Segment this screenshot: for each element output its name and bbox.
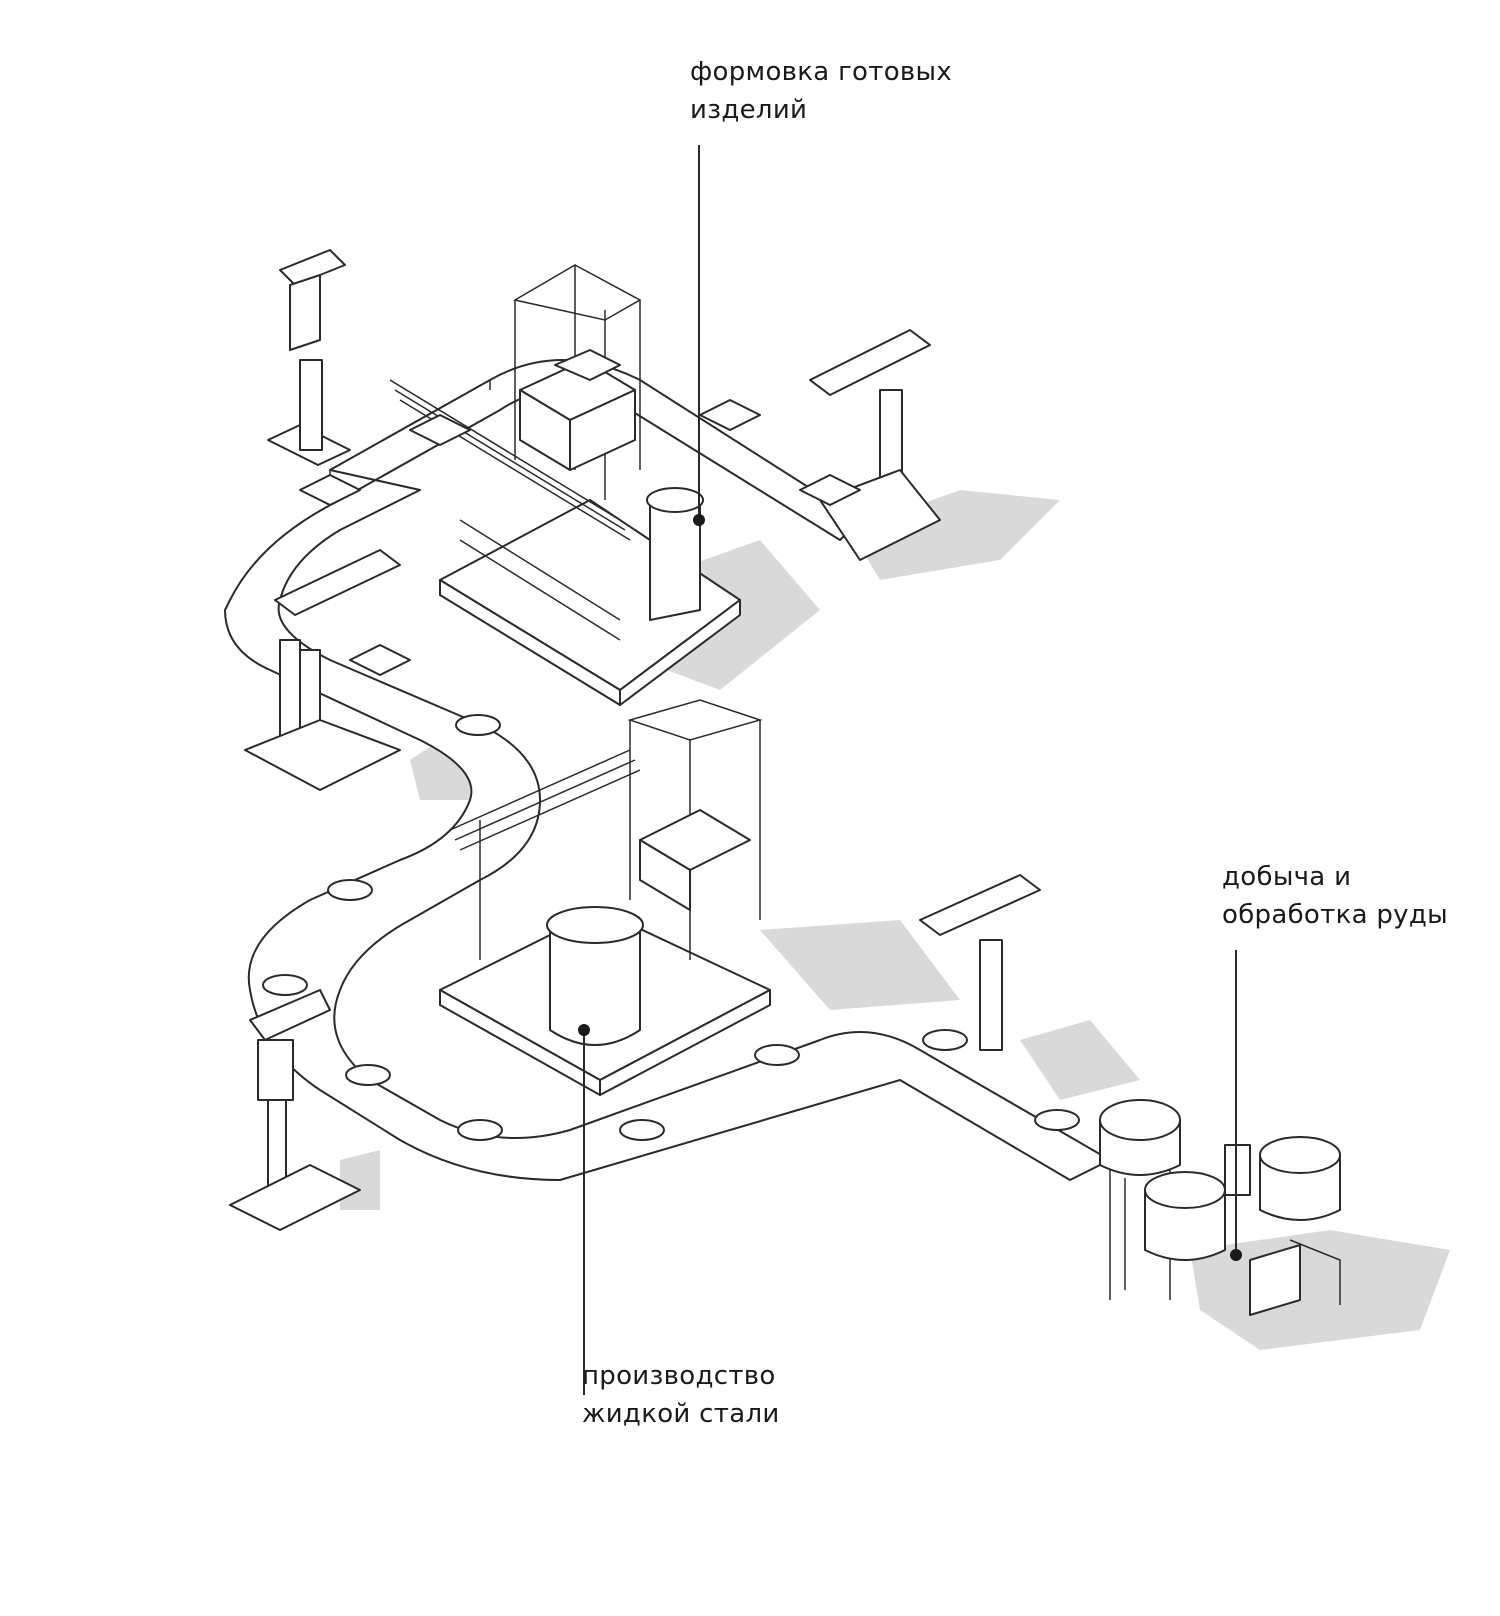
upper-forming-station xyxy=(389,264,741,706)
ore-processing xyxy=(1099,1099,1341,1316)
forming-marker xyxy=(693,514,705,526)
callout-ore-line1: добыча и xyxy=(1222,862,1352,892)
callout-forming-line1: формовка готовых xyxy=(690,57,953,87)
callout-forming-line2: изделий xyxy=(690,95,808,125)
lower-steel-station xyxy=(439,699,771,1096)
callout-forming: формовка готовых изделий xyxy=(690,53,952,129)
ore-marker xyxy=(1230,1249,1242,1261)
robot-arms xyxy=(229,249,1041,1231)
callout-ore-line2: обработка руды xyxy=(1222,900,1448,930)
callout-ore: добыча и обработка руды xyxy=(1222,858,1448,934)
callout-steel-line2: жидкой стали xyxy=(582,1399,780,1429)
steel-marker xyxy=(578,1024,590,1036)
callout-steel-line1: производство xyxy=(582,1361,776,1391)
conveyor-items xyxy=(262,349,1080,1141)
leader-lines xyxy=(578,145,1242,1395)
callout-steel: производство жидкой стали xyxy=(582,1357,780,1433)
